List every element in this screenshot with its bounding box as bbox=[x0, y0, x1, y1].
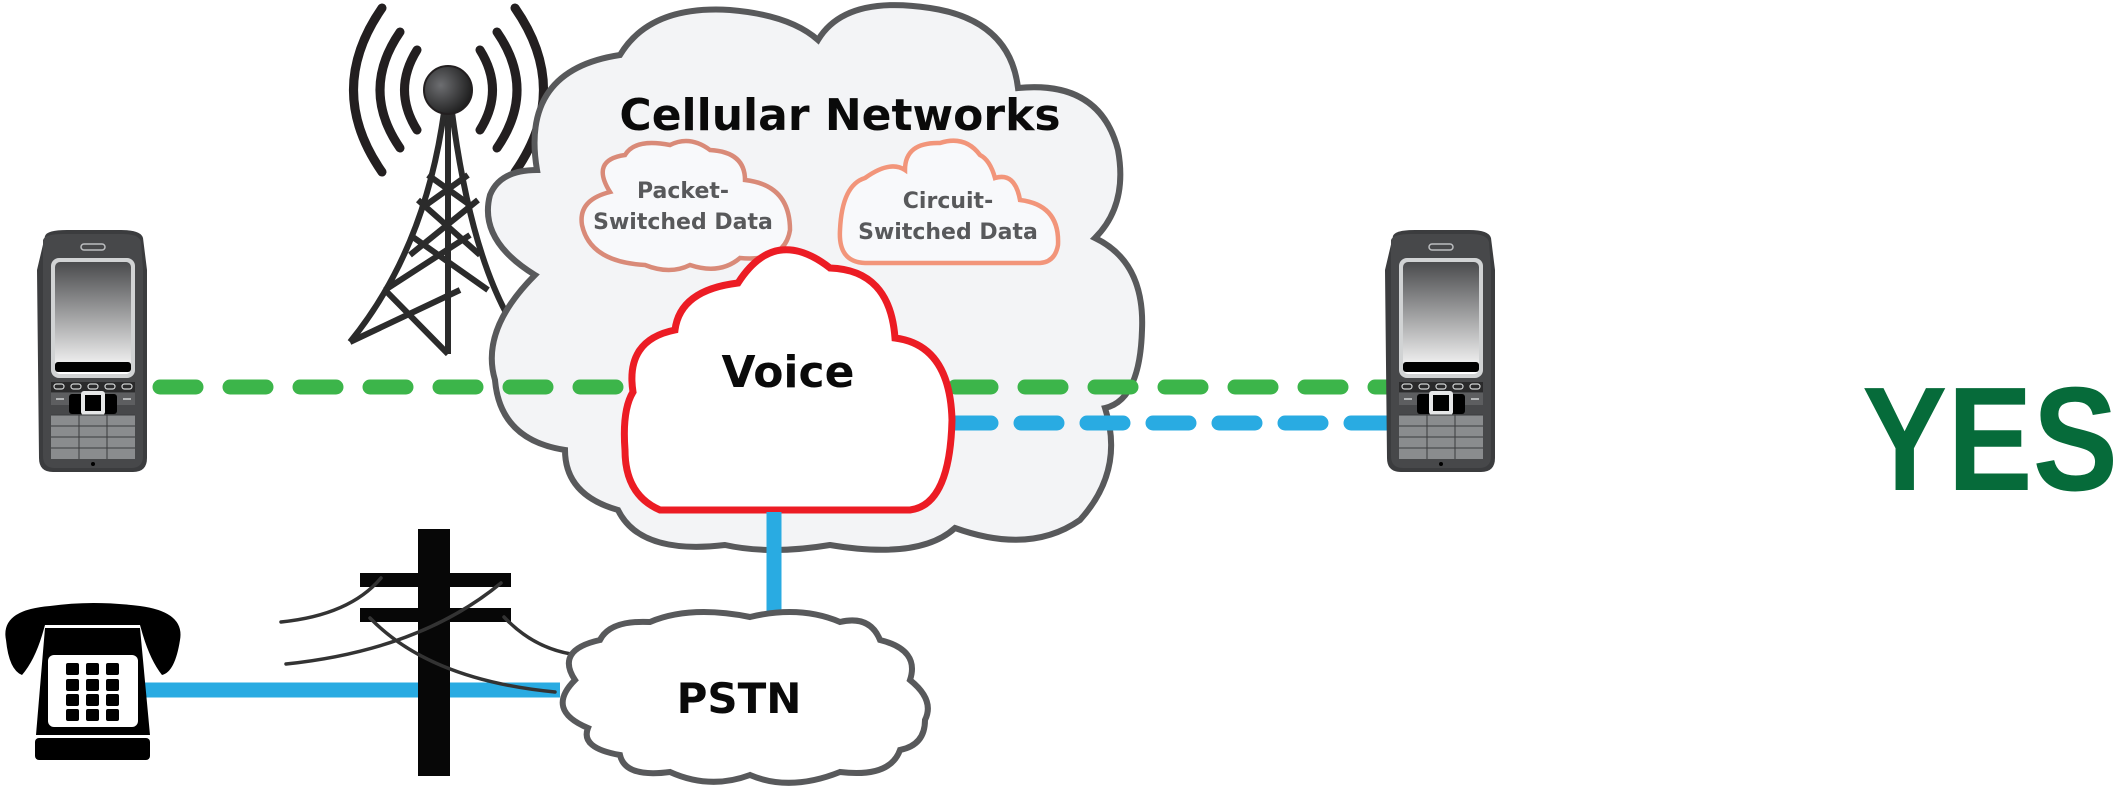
circuit-switched-cloud: Circuit- Switched Data bbox=[837, 138, 1061, 266]
signal-waves-icon bbox=[349, 3, 548, 177]
cell-tower bbox=[347, 3, 548, 357]
voice-label: Voice bbox=[722, 347, 855, 398]
tower-lattice-icon bbox=[347, 110, 513, 357]
voice-cloud: Voice bbox=[620, 246, 956, 514]
utility-pole bbox=[279, 529, 580, 776]
answer-yes: YES bbox=[1862, 357, 2118, 522]
packet-switched-cloud: Packet- Switched Data bbox=[579, 138, 793, 273]
keypad-icon bbox=[66, 663, 119, 721]
pstn-label: PSTN bbox=[677, 674, 802, 723]
packet-switched-line2: Switched Data bbox=[593, 210, 773, 235]
mobile-phone-right bbox=[1384, 229, 1496, 473]
landline-phone bbox=[5, 603, 181, 760]
antenna-ball-icon bbox=[423, 65, 473, 115]
mobile-phone-left bbox=[36, 229, 148, 473]
pstn-cloud: PSTN bbox=[559, 609, 931, 786]
cellular-networks-title: Cellular Networks bbox=[619, 90, 1060, 141]
handset-icon bbox=[5, 603, 181, 675]
circuit-switched-line2: Switched Data bbox=[858, 220, 1038, 245]
circuit-switched-line1: Circuit- bbox=[903, 189, 993, 214]
packet-switched-line1: Packet- bbox=[637, 179, 729, 204]
